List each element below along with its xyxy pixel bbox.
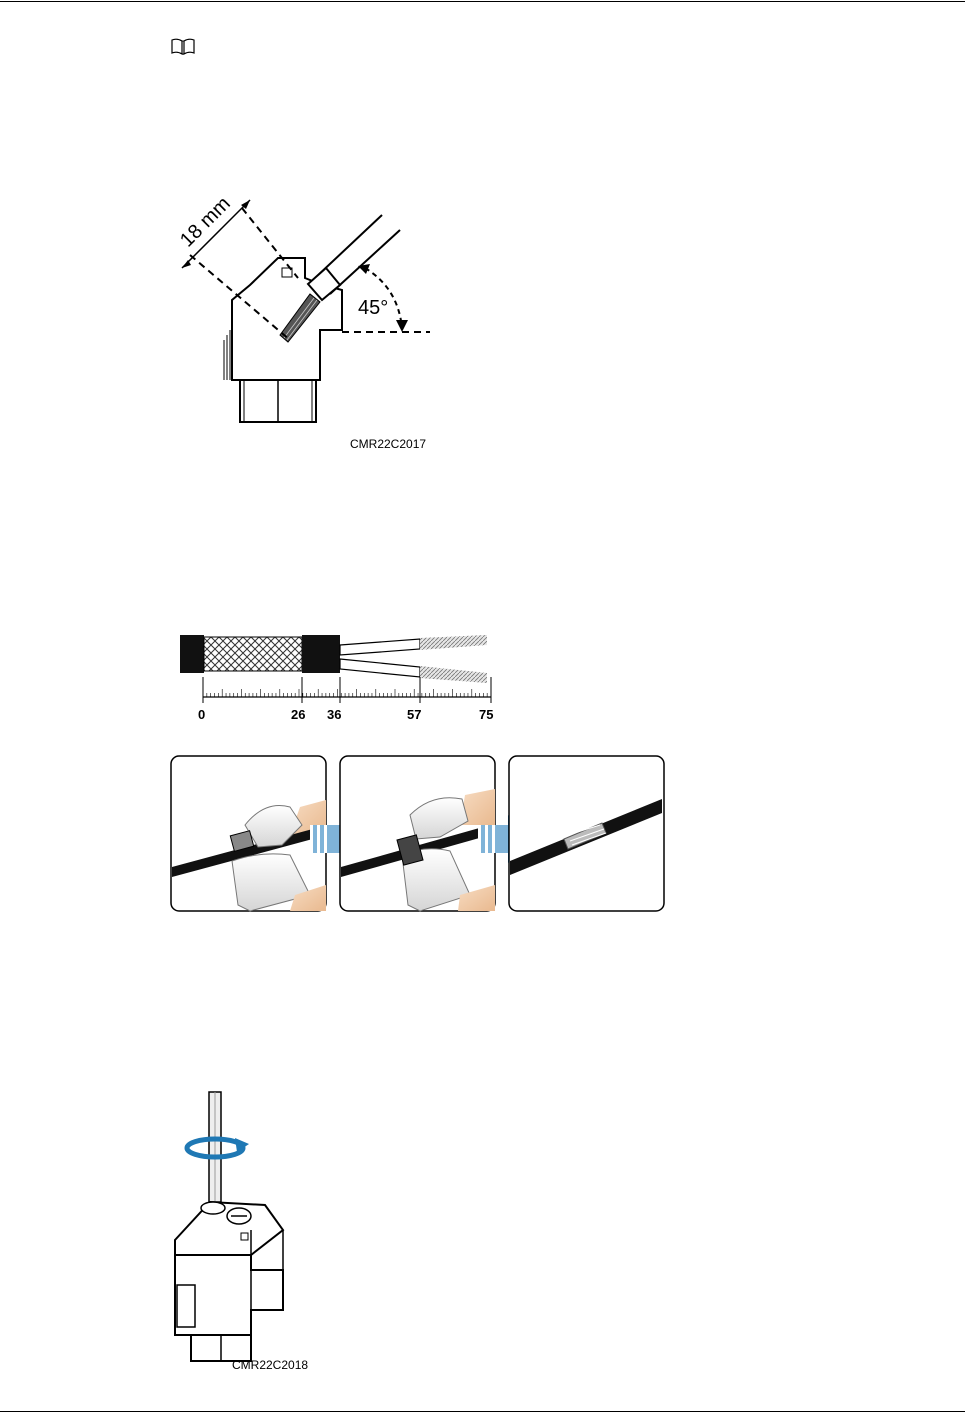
figure-shield-steps <box>170 755 670 915</box>
book-icon <box>170 38 196 56</box>
footer-rule <box>0 1411 965 1412</box>
figure-screwdriver-connector <box>165 1090 295 1370</box>
figure-stripped-cable: 0 26 36 57 75 <box>175 625 505 725</box>
figure-connector-angle: 18 mm 45° <box>160 190 450 430</box>
figure-code-1: CMR22C2017 <box>350 437 426 451</box>
dimension-label: 18 mm <box>176 193 235 252</box>
ruler-label-0: 0 <box>198 707 205 722</box>
header-rule <box>0 1 965 2</box>
ruler-label-57: 57 <box>407 707 421 722</box>
ruler-label-26: 26 <box>291 707 305 722</box>
angle-label: 45° <box>358 297 388 319</box>
step-panel-2 <box>340 756 495 911</box>
ruler-label-36: 36 <box>327 707 341 722</box>
figure-code-4: CMR22C2018 <box>232 1358 308 1372</box>
ruler-label-75: 75 <box>479 707 493 722</box>
step-panel-3 <box>509 756 664 911</box>
step-panel-1 <box>171 756 326 911</box>
